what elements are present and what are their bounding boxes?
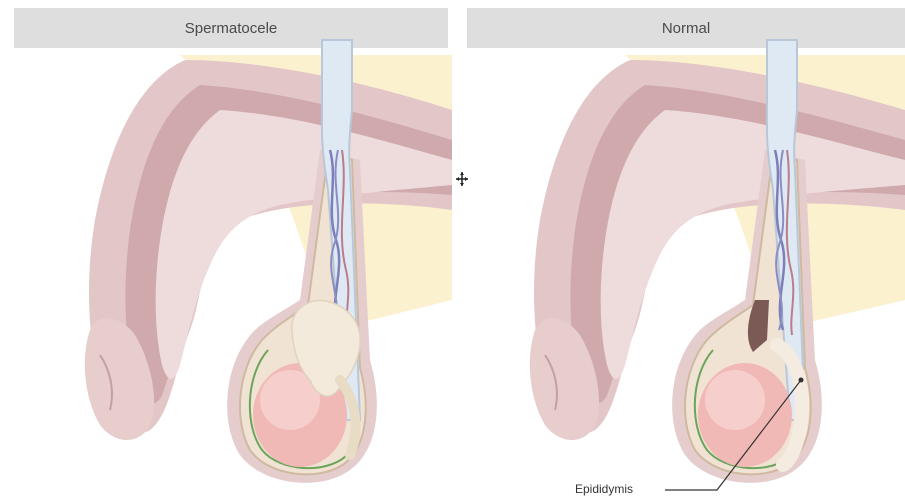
epididymis-label: Epididymis xyxy=(575,482,633,496)
spermatocele-panel: Spermatocele xyxy=(0,0,452,501)
move-cursor-icon xyxy=(455,171,469,187)
spermatocele-illustration xyxy=(0,0,452,501)
normal-illustration xyxy=(455,0,905,501)
normal-panel: Normal Epididymis xyxy=(455,0,905,501)
testis-highlight xyxy=(705,370,765,430)
